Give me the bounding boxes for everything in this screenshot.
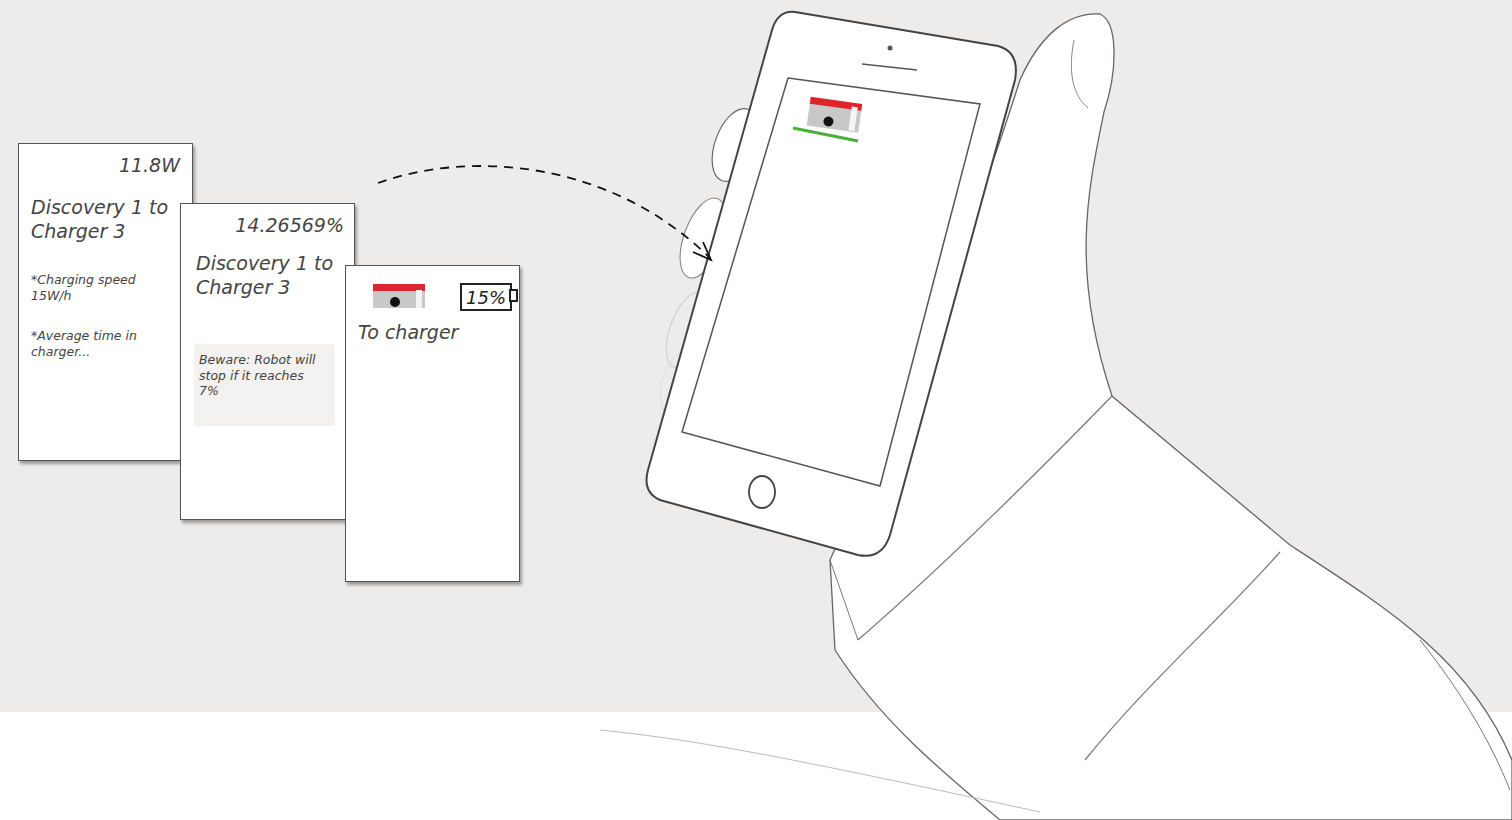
robot-wheel [823,116,834,127]
note-text: *Charging speed 15W/h [31,272,151,303]
info-card: 14.26569% Discovery 1 to Charger 3 Beware:… [180,203,355,520]
battery-nub [510,290,517,301]
info-card: 11.8W Discovery 1 to Charger 3 *Charging s… [18,143,193,461]
info-card: To charger 15% [345,265,520,582]
robot-part [848,107,857,132]
status-text: To charger [358,321,508,345]
robot-part [416,290,422,308]
power-reading: 11.8W [119,154,180,178]
thumb-line [1071,40,1088,108]
route-heading: Discovery 1 to Charger 3 [196,252,346,300]
battery-outline: 15% [460,283,512,311]
phone-speaker [862,64,917,70]
home-button [749,476,775,508]
robot-icon [807,97,863,133]
dashed-arrow [378,166,710,258]
phone-camera [888,46,893,51]
warning-text: Beware: Robot will stop if it reaches 7% [199,352,327,399]
battery-percent: 15% [462,287,510,310]
robot-body [373,288,425,308]
note-text: *Average time in charger... [31,328,151,359]
robot-icon [373,284,425,308]
robot-stripe [373,284,425,291]
route-heading: Discovery 1 to Charger 3 [31,196,181,244]
arm-line [1420,640,1510,790]
warning-box: Beware: Robot will stop if it reaches 7% [194,344,335,426]
edge-line [830,560,858,640]
status-underline [793,128,858,141]
wrist-line [1085,552,1280,760]
battery-reading: 14.26569% [235,214,344,238]
phone-screen [682,78,980,486]
robot-wheel [390,297,400,307]
arrow-head [693,242,711,260]
phone-body [647,12,1016,556]
sleeve-line [600,730,1040,812]
